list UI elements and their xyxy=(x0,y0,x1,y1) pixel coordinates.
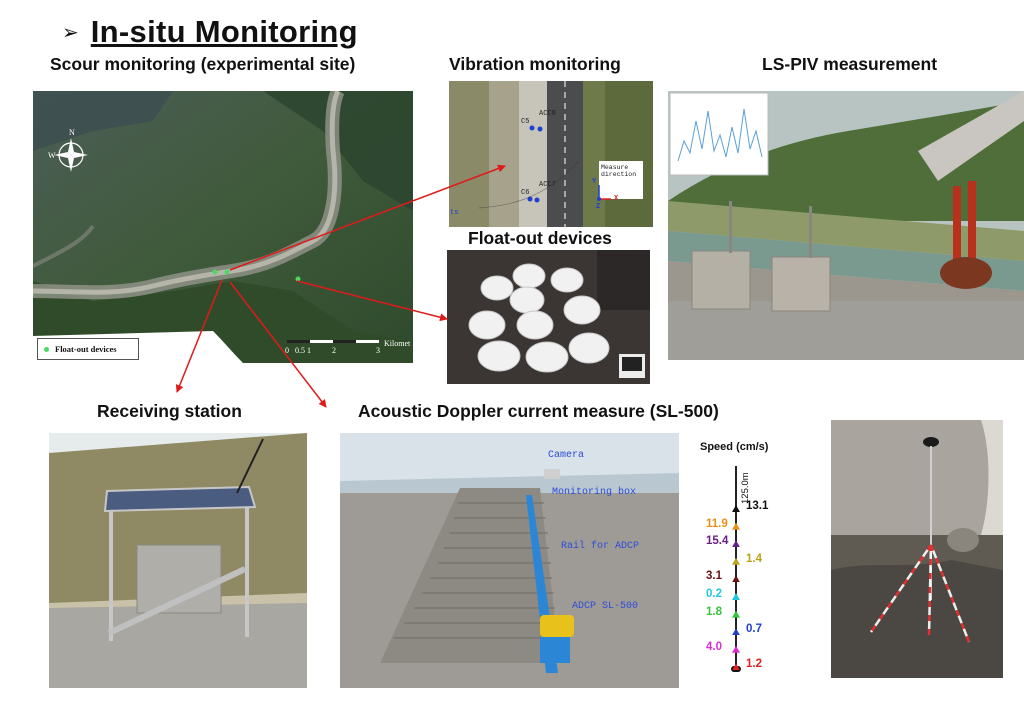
monitoring-box-label: Monitoring box xyxy=(552,487,637,498)
axis-y-label: Y xyxy=(592,178,597,186)
axis-x-label: X xyxy=(614,195,619,203)
speed-value: 4.0 xyxy=(706,640,722,653)
speed-value: 1.2 xyxy=(746,658,762,671)
speed-marker xyxy=(732,610,740,618)
float-out-device-marker xyxy=(295,276,301,282)
depth-line xyxy=(735,466,737,668)
float-out-device-marker xyxy=(212,269,218,275)
caption-receiving: Receiving station xyxy=(97,401,242,421)
speed-profile-title: Speed (cm/s) xyxy=(700,441,769,453)
legend-dot-icon xyxy=(44,346,49,352)
vibration-photo-image xyxy=(449,81,653,227)
rail-label: Rail for ADCP xyxy=(561,541,640,552)
sensor-label: C5 xyxy=(521,118,530,126)
speed-marker xyxy=(732,575,740,583)
caption-floatout: Float-out devices xyxy=(468,228,612,248)
satellite-map-image: N W xyxy=(33,91,413,363)
caption-scour: Scour monitoring (experimental site) xyxy=(50,54,356,74)
lspiv-photo-image xyxy=(668,91,1024,360)
sensor-label: ACC7 xyxy=(539,181,556,189)
caption-adcp: Acoustic Doppler current measure (SL-500… xyxy=(358,401,719,421)
adcp-photo-image xyxy=(340,433,679,688)
speed-value: 13.1 xyxy=(746,500,769,512)
adcp-label: ADCP SL-500 xyxy=(572,601,639,612)
speed-marker xyxy=(732,645,740,653)
adcp-photo: Camera Monitoring box Rail for ADCP ADCP… xyxy=(340,433,679,688)
gnss-tripod-image xyxy=(831,420,1003,678)
receiving-station-image xyxy=(49,433,307,688)
edge-label: ts xyxy=(450,209,459,217)
speed-value: 0.7 xyxy=(746,623,762,636)
compass-icon xyxy=(54,138,88,172)
caption-vibration: Vibration monitoring xyxy=(449,54,621,74)
scale-tick: 0 xyxy=(285,346,289,355)
scale-tick: 1 xyxy=(307,346,311,355)
speed-value: 3.1 xyxy=(706,570,722,583)
speed-value: 1.4 xyxy=(746,552,762,565)
compass-n-label: N xyxy=(69,128,75,137)
caption-lspiv: LS-PIV measurement xyxy=(762,54,938,74)
compass-w-label: W xyxy=(48,151,56,160)
axis-triad-icon xyxy=(597,185,611,201)
scale-tick: 3 xyxy=(376,346,380,355)
speed-marker xyxy=(732,505,740,512)
satellite-map: N W Float-out devices 0 0.5 1 2 3 Kilome… xyxy=(33,91,413,363)
speed-marker xyxy=(732,540,740,548)
float-out-photo xyxy=(447,250,650,384)
map-legend: Float-out devices xyxy=(37,338,139,360)
scale-unit: Kilomet xyxy=(384,339,411,348)
sensor-label: C6 xyxy=(521,189,530,197)
speed-marker xyxy=(732,522,740,530)
float-out-device-marker xyxy=(224,269,230,275)
speed-marker xyxy=(732,593,740,600)
lspiv-photo xyxy=(668,91,1024,360)
receiving-station-photo xyxy=(49,433,307,688)
vibration-photo: C5 ACC8 C6 ACC7 Measure direction Y X Z … xyxy=(449,81,653,227)
speed-value: 1.8 xyxy=(706,605,722,618)
speed-marker xyxy=(732,663,740,671)
sensor-label: ACC8 xyxy=(539,110,556,118)
speed-value: 15.4 xyxy=(706,535,729,548)
map-legend-label: Float-out devices xyxy=(55,344,117,354)
slide-title: In-situ Monitoring xyxy=(90,14,358,49)
scale-tick: 2 xyxy=(332,346,336,355)
gnss-tripod-photo xyxy=(831,420,1003,678)
speed-marker xyxy=(732,557,740,565)
camera-label: Camera xyxy=(548,450,585,461)
measure-direction-label: Measure direction xyxy=(601,164,637,178)
bullet-arrow-icon: ➢ xyxy=(62,20,79,44)
speed-marker xyxy=(732,628,740,636)
speed-value: 11.9 xyxy=(706,517,728,530)
speed-value: 0.2 xyxy=(706,588,722,600)
slide-heading: ➢ In-situ Monitoring xyxy=(62,12,358,52)
scale-tick: 0.5 xyxy=(295,346,305,355)
float-out-photo-image xyxy=(447,250,650,384)
axis-z-label: Z xyxy=(596,203,601,211)
map-scale-bar: 0 0.5 1 2 3 Kilomet xyxy=(285,337,411,361)
